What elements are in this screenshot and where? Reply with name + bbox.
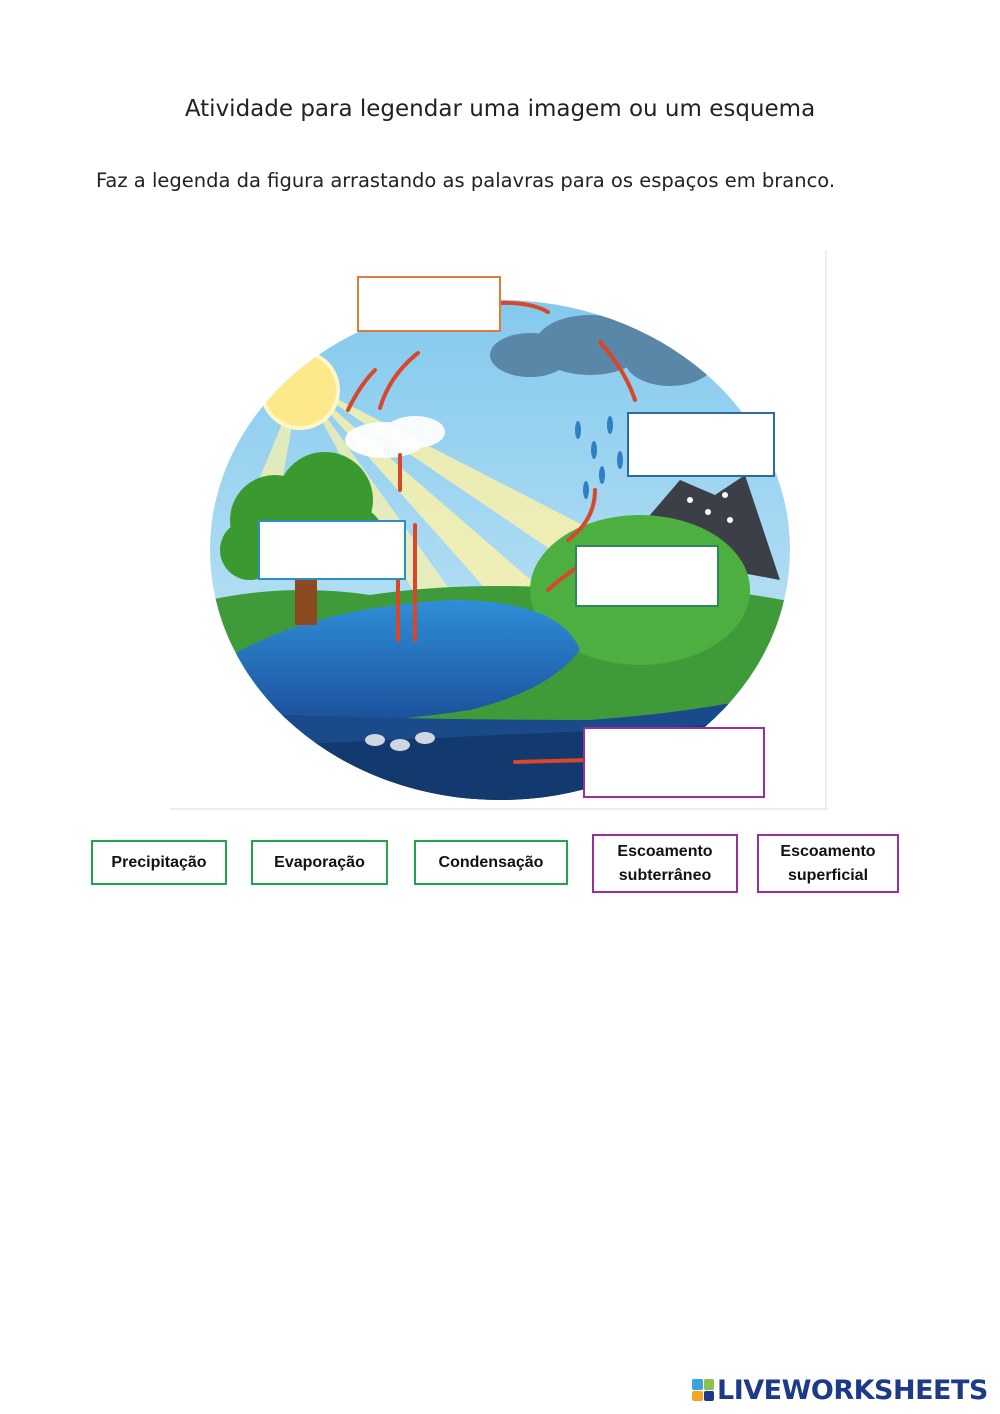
word-card-groundwater-runoff[interactable]: Escoamento subterrâneo	[592, 834, 738, 893]
drop-zone-precipitation-area[interactable]	[627, 412, 775, 477]
word-card-condensation[interactable]: Condensação	[414, 840, 568, 885]
word-card-evaporation[interactable]: Evaporação	[251, 840, 388, 885]
word-card-surface-runoff[interactable]: Escoamento superficial	[757, 834, 899, 893]
drop-zone-evaporation-area[interactable]	[258, 520, 406, 580]
drop-zone-condensation-area[interactable]	[357, 276, 501, 332]
liveworksheets-logo-text: LIVEWORKSHEETS	[717, 1375, 988, 1406]
worksheet-instruction: Faz a legenda da figura arrastando as pa…	[96, 169, 835, 192]
liveworksheets-logo: LIVEWORKSHEETS	[692, 1374, 988, 1406]
drop-zone-surface-runoff-area[interactable]	[575, 545, 719, 607]
water-cycle-illustration	[170, 250, 828, 810]
word-card-precipitation[interactable]: Precipitação	[91, 840, 227, 885]
worksheet-title: Atividade para legendar uma imagem ou um…	[0, 96, 1000, 122]
liveworksheets-logo-icon	[692, 1379, 714, 1401]
drop-zone-groundwater-area[interactable]	[583, 727, 765, 798]
